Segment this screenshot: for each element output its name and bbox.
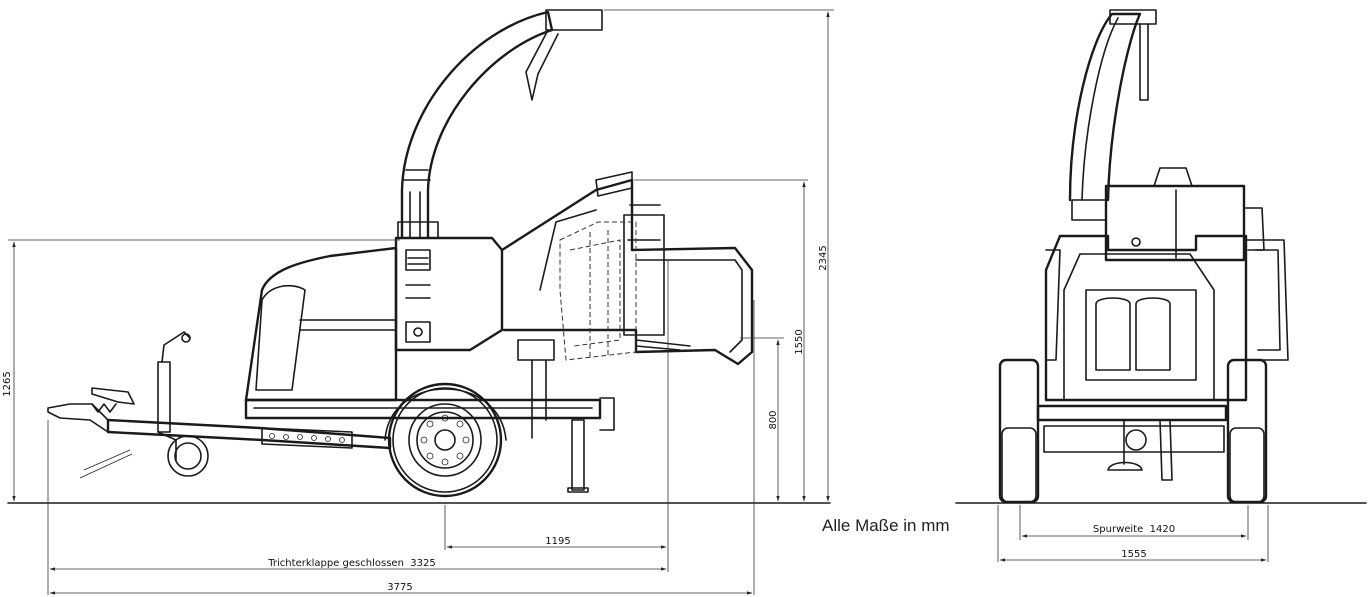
front-view: Spurweite 1420 1555 (955, 9, 1367, 562)
dim-1265-label: 1265 (2, 371, 13, 396)
dim-2345-label: 2345 (818, 245, 829, 270)
side-view: 1265 2345 1550 800 1195 Trichterklappe (2, 9, 834, 595)
front-wheel-left (998, 358, 1040, 504)
dim-3775-label: 3775 (387, 582, 412, 593)
front-housing (1044, 234, 1289, 402)
front-axle (1036, 404, 1228, 481)
dim-1550-label: 1550 (794, 329, 805, 354)
front-wheel-right (1226, 358, 1268, 504)
main-wheel-side (379, 382, 513, 498)
feed-hopper (500, 171, 754, 366)
dim-800-label: 800 (768, 410, 779, 429)
engine-housing (244, 236, 504, 402)
units-note: Alle Maße in mm (822, 516, 950, 535)
front-dimensions: Spurweite 1420 1555 (997, 505, 1269, 562)
dim-track-width-label: Spurweite 1420 (1093, 524, 1175, 535)
side-dimensions: 1265 2345 1550 800 1195 Trichterklappe (2, 9, 834, 595)
drawbar (47, 331, 392, 479)
front-hopper (1104, 167, 1265, 262)
dim-3325-label: Trichterklappe geschlossen 3325 (267, 558, 435, 569)
dim-1555-label: 1555 (1121, 549, 1146, 560)
dim-1195-label: 1195 (545, 536, 570, 547)
front-chute (1068, 9, 1157, 221)
chute-deflector (545, 9, 603, 31)
discharge-chute (397, 9, 603, 240)
